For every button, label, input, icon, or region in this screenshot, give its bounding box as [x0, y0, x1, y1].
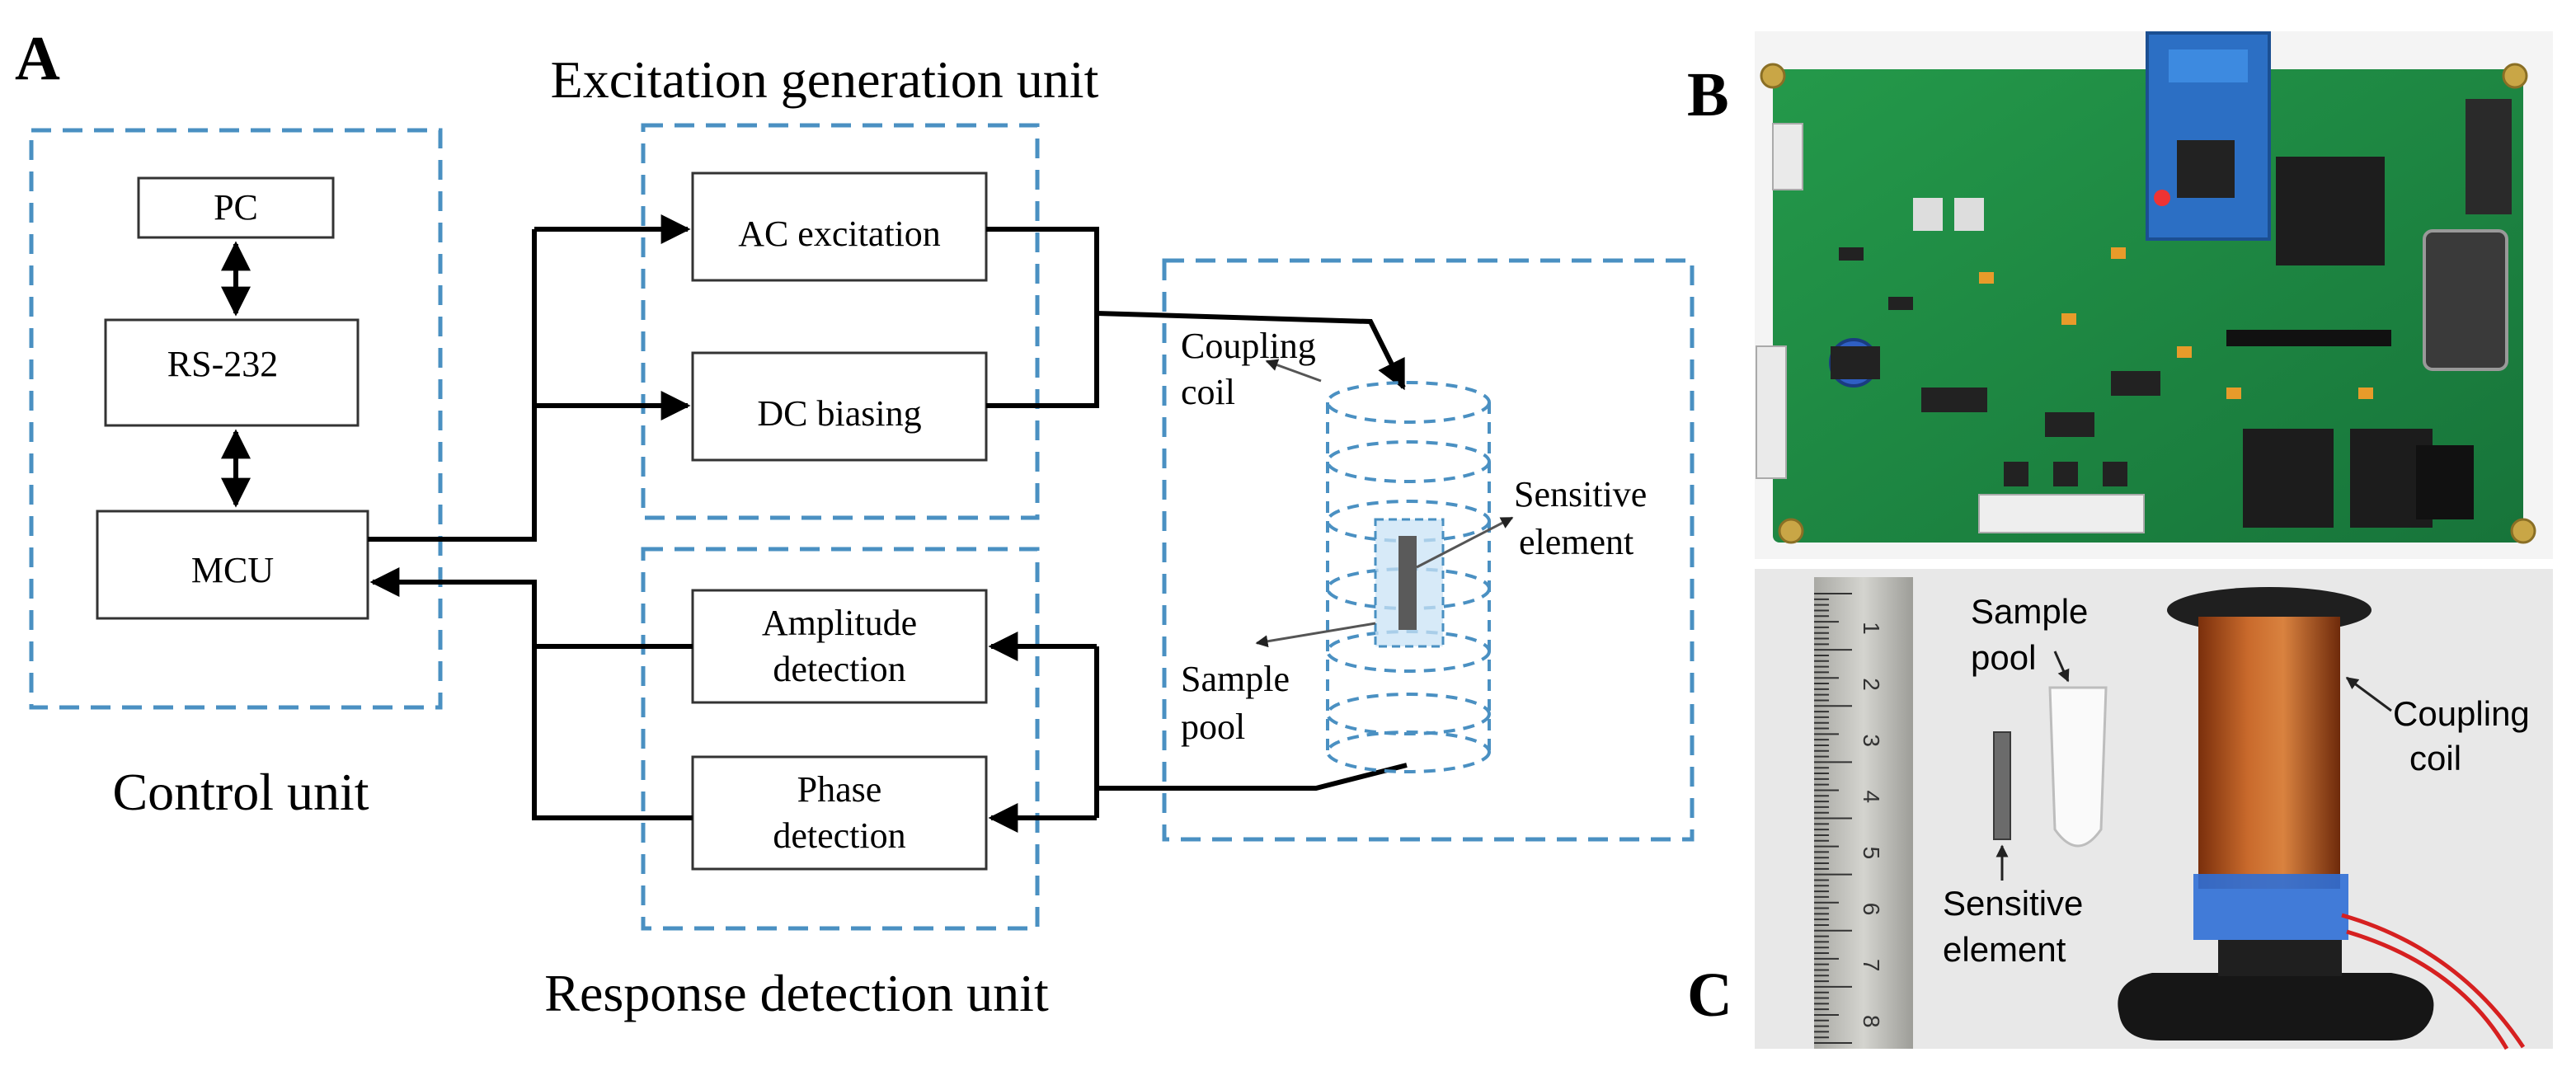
rs232-block: [104, 318, 360, 427]
photo-coil-pointer: [2345, 676, 2392, 712]
ruler-number: 1: [1859, 622, 1884, 635]
coupling-coil-pointer: [1265, 359, 1322, 383]
sensor-sensitive-line1: Sensitive: [1514, 474, 1647, 514]
panel-label-b: B: [1687, 60, 1729, 129]
photo-pool-line2: pool: [1971, 638, 2036, 677]
phase-label-line2: detection: [773, 815, 905, 856]
sensitive-element-bar: [1398, 536, 1417, 630]
ruler-number: 5: [1859, 847, 1884, 860]
control-unit-title: Control unit: [112, 763, 369, 821]
response-to-mcu-line: [532, 644, 693, 820]
dc-biasing-block: [691, 351, 988, 462]
arrow-to-mcu: [369, 567, 537, 646]
pcb-photo: [1755, 31, 2553, 559]
sensor-sensitive-line2: element: [1519, 522, 1634, 562]
sensor-photo: 1 2 3 4 5 6 7 8: [1755, 569, 2553, 1050]
photo-pool-line1: Sample: [1971, 592, 2088, 631]
sensor-coupling-line2: coil: [1181, 372, 1235, 412]
photo-coil-line2: coil: [2409, 739, 2461, 777]
ruler-number: 2: [1859, 678, 1884, 691]
arrow-to-coil: [1096, 311, 1406, 391]
response-unit-frame: [641, 547, 1040, 931]
ruler-number: 8: [1859, 1015, 1884, 1028]
mcu-label: MCU: [191, 550, 274, 590]
sensitive-element-pointer: [1416, 516, 1514, 569]
photo-sensitive-line2: element: [1943, 930, 2066, 969]
ruler: [1814, 577, 1913, 1049]
sample-pool-pointer: [1255, 622, 1376, 648]
sample-tube: [2048, 686, 2108, 848]
ruler-number: 3: [1859, 734, 1884, 747]
control-unit-frame: [29, 128, 443, 710]
excitation-unit-title: Excitation generation unit: [551, 50, 1099, 109]
amplitude-label-line2: detection: [773, 649, 905, 689]
rs232-label: RS-232: [167, 344, 278, 384]
dc-biasing-label: DC biasing: [757, 393, 921, 434]
ruler-number: 6: [1859, 903, 1884, 916]
sensor-frame: [1162, 258, 1695, 842]
sensor-pool-line2: pool: [1181, 707, 1245, 747]
excitation-output-line: [986, 227, 1099, 408]
pc-label: PC: [214, 187, 258, 228]
photo-pool-pointer: [2053, 651, 2070, 683]
phase-label-line1: Phase: [797, 769, 882, 810]
ruler-number: 7: [1859, 959, 1884, 972]
mcu-to-excitation-line: [368, 229, 537, 542]
phase-detection-block: [691, 755, 988, 871]
red-wire-1: [2341, 913, 2526, 1049]
mcu-block: [96, 510, 369, 620]
coil-winding: [2198, 617, 2340, 889]
sensitive-element-strip: [1993, 731, 2011, 840]
panel-label-c: C: [1687, 961, 1732, 1030]
ac-excitation-block: [691, 171, 988, 282]
coil-base: [2118, 973, 2434, 1040]
ac-excitation-label: AC excitation: [738, 214, 941, 254]
ruler-number: 4: [1859, 790, 1884, 803]
sensor-coupling-line1: Coupling: [1181, 326, 1316, 366]
red-wire-2: [2346, 929, 2509, 1050]
ruler-ticks: 1 2 3 4 5 6 7 8: [1814, 593, 1884, 1044]
amplitude-label-line1: Amplitude: [762, 603, 917, 643]
panel-label-a: A: [15, 24, 60, 93]
response-unit-title: Response detection unit: [544, 964, 1049, 1022]
pc-block: [137, 176, 335, 239]
photo-sensitive-line1: Sensitive: [1943, 884, 2083, 923]
photo-coil-line1: Coupling: [2393, 694, 2530, 733]
sensor-pool-line1: Sample: [1181, 659, 1290, 699]
excitation-unit-frame: [641, 123, 1040, 520]
coil-output-line: [1097, 763, 1408, 791]
coil-tape: [2193, 874, 2348, 940]
